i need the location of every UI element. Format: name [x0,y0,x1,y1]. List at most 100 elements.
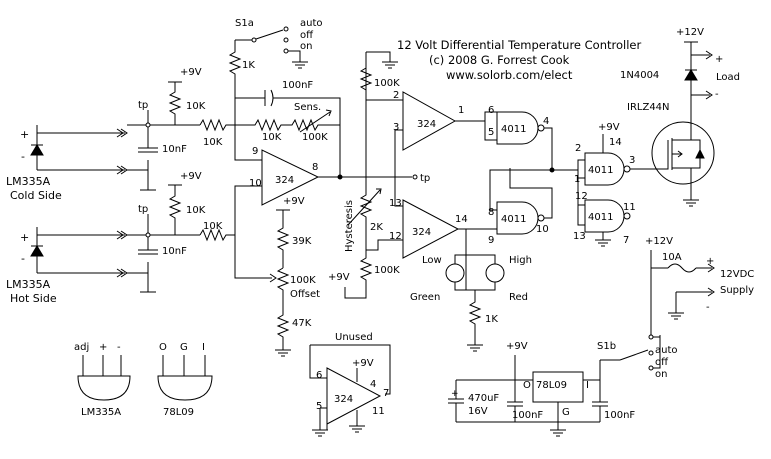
mosfet-label: IRLZ44N [627,102,670,113]
nand-pin14: 14 [609,137,622,148]
tp-out-label: tp [420,173,430,184]
c100nf-b-label: 100nF [604,410,635,421]
plus12v-top: +12V [676,27,704,38]
title-line-2: (c) 2008 G. Forrest Cook [429,53,570,67]
r100k-offset-label: 100K [290,275,316,286]
pinout-reg-name: 78L09 [163,407,194,418]
offset-network: +9V 39K 100K Offset 47K [234,196,320,357]
pinout-78l09: O G I 78L09 [157,342,213,418]
plus9v-c: +9V [283,196,305,207]
cap-10nf-cold-label: 10nF [162,144,187,155]
reg-g-label: G [562,407,570,418]
cmp-pin1: 1 [458,105,464,116]
title-block: 12 Volt Differential Temperature Control… [397,38,641,82]
nand-pin5: 5 [488,127,494,138]
nand-pin1: 1 [574,174,580,185]
tp-hot-point [145,232,151,238]
nand-b-name: 4011 [501,214,526,225]
load-minus: - [715,89,719,100]
s1a-on: on [300,41,312,52]
nand-pin10: 10 [536,224,549,235]
reg-i-label: I [586,380,589,391]
s1a-auto: auto [300,18,323,29]
nand-pin12: 12 [575,191,588,202]
tp-cold-point [145,122,151,128]
opamp-b-name: 324 [417,119,436,130]
nand-latch: 4011 6 5 4 4011 8 9 10 [466,105,578,246]
hysteresis-label: Hysteresis [344,200,355,252]
supply-voltage: 12VDC [720,269,754,280]
hot-side-sensor: + - LM335A Hot Side [6,227,128,305]
nand-pin8: 8 [488,207,494,218]
r10k-d-label: 10K [203,221,223,232]
reg-o-label: O [523,380,531,391]
diode-label: 1N4004 [620,70,659,81]
nand-pin4: 4 [543,116,549,127]
nand-pin13: 13 [573,231,586,242]
opamp-differential: 324 9 10 8 100nF 10K Sens. 100K 1K [228,37,395,235]
unused-pin6: 6 [316,370,322,381]
r2k-label: 2K [370,222,383,233]
cmp-pin14: 14 [455,214,468,225]
unused-9v: +9V [352,358,374,369]
nand-pin3: 3 [629,155,635,166]
title-line-1: 12 Volt Differential Temperature Control… [397,38,641,52]
reg-name: 78L09 [536,380,567,391]
c470-plus: + [451,389,459,399]
led-green-label: Green [410,292,440,303]
nand-pin11: 11 [623,202,636,213]
nand-pin7: 7 [623,235,629,246]
r10k-b-label: 10K [203,137,223,148]
hot-side-label: Hot Side [10,292,57,305]
plus9v-d: +9V [328,272,350,283]
switch-s1b: S1b auto off on [597,334,678,380]
s1b-off: off [655,357,669,368]
plus9v-a: +9V [180,67,202,78]
load-label: Load [716,72,740,83]
hot-sensor-name: LM335A [6,278,51,291]
r100k-upper-label: 100K [374,78,400,89]
cold-minus-label: - [21,150,25,163]
power-stage: +12V 1N4004 + Load - IRLZ44N [620,27,740,207]
nand-c-name: 4011 [588,165,613,176]
nand-a-name: 4011 [501,124,526,135]
cold-sensor-name: LM335A [6,175,51,188]
hot-input-network: tp 10nF +9V 10K 10K [127,171,235,293]
nand-output: 4011 2 1 3 +9V 14 4011 12 13 11 7 [573,122,655,247]
supply-minus: - [706,302,710,313]
plus9v-e: +9V [598,122,620,133]
pin-plus-label: + [99,342,107,353]
unused-pin7: 7 [383,388,389,399]
c470-voltage: 16V [468,406,488,417]
unused-label: Unused [335,332,373,343]
mosfet-icon [651,121,715,185]
unused-pin4: 4 [370,379,376,390]
cmp-pin12: 12 [389,231,402,242]
pin-g-label: G [180,342,188,353]
comparators: 324 2 3 1 324 13 12 14 100K 2K Hysteresi… [328,51,485,299]
pin-minus-label: - [117,342,121,353]
regulator-section: +9V 78L09 O I G + 470uF 16V 100nF 100nF [448,341,635,437]
pin-i-label: I [202,342,205,353]
cold-plus-label: + [20,128,29,141]
cold-side-label: Cold Side [10,189,62,202]
nand-pin9: 9 [488,235,494,246]
cold-side-sensor: + - LM335A Cold Side [6,125,128,202]
opamp-d-name: 324 [334,394,353,405]
plus12v-supply: +12V [645,236,673,247]
r100k-lower-label: 100K [374,265,400,276]
cmp-pin3: 3 [393,122,399,133]
led-red-label: Red [509,292,528,303]
unused-pin11: 11 [372,406,385,417]
s1a-label: S1a [235,18,254,29]
pinout-lm-name: LM335A [81,407,121,418]
r10k-c-label: 10K [186,205,206,216]
pin9-label: 9 [252,146,258,157]
pin-adj-label: adj [74,342,89,353]
hot-plus-label: + [20,231,29,244]
flyback-diode-icon [684,69,698,81]
s1a-off: off [300,30,314,41]
offset-label: Offset [290,289,320,300]
r39k-label: 39K [292,236,312,247]
